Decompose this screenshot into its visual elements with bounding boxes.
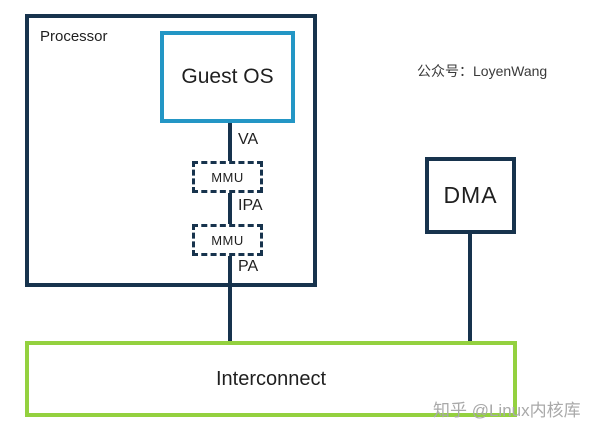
brand-text: 公众号：LoyenWang [417, 63, 548, 79]
ipa-label: IPA [238, 197, 263, 214]
processor-label: Processor [40, 28, 108, 45]
dma-to-interconnect-line [468, 234, 472, 341]
pa-label: PA [238, 258, 259, 275]
guest-os-label: Guest OS [181, 65, 274, 88]
va-label: VA [238, 131, 259, 148]
mmu-stage2-box: MMU [192, 224, 263, 256]
guest-os-box: Guest OS [160, 31, 295, 123]
dma-label: DMA [443, 182, 498, 208]
interconnect-box: Interconnect [25, 341, 517, 417]
mmu-stage1-label: MMU [211, 169, 244, 185]
interconnect-label: Interconnect [215, 367, 327, 390]
mmu-stage2-label: MMU [211, 232, 244, 248]
dma-box: DMA [425, 157, 516, 234]
watermark-text: 知乎 @Linux内核库 [433, 401, 581, 420]
processor-box [25, 14, 317, 287]
mmu-stage1-box: MMU [192, 161, 263, 193]
